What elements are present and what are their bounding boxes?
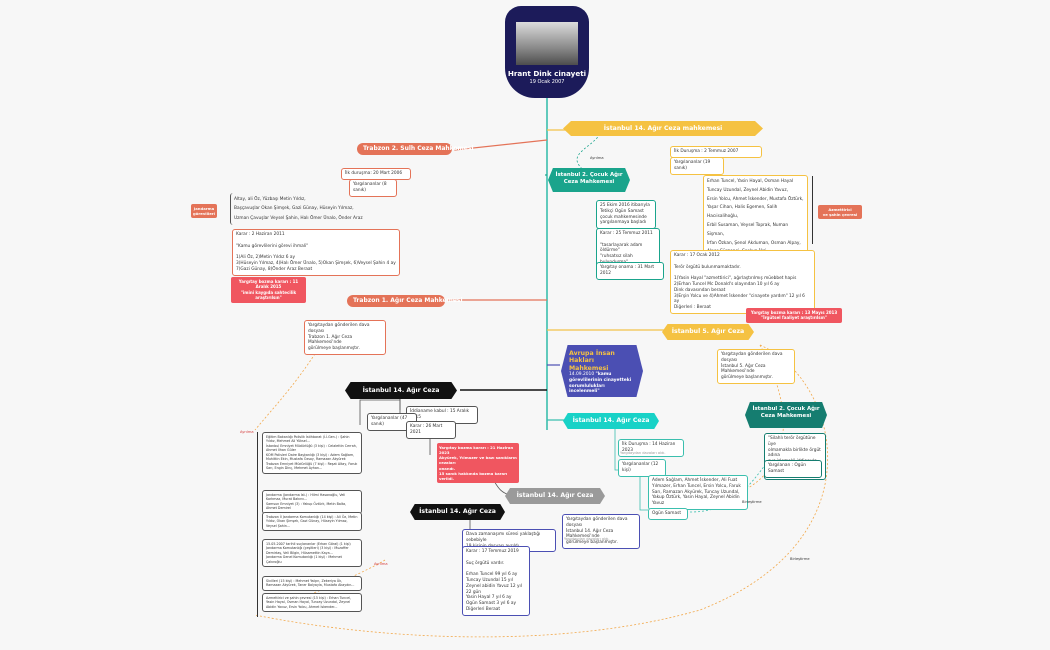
root-node[interactable]: Hrant Dink cinayeti 19 Ocak 2007 bbox=[505, 6, 589, 98]
aihm-quote: "kamu görevlilerinin cinayetteki sorumlu… bbox=[569, 372, 632, 395]
ist14-b-ogun: Ogün Samast bbox=[648, 508, 688, 520]
dashed-link-ayrilma bbox=[576, 133, 601, 176]
cocuk2-start: 25 Ekim 2016 itibarıyla Tetikçi Ogün Sam… bbox=[596, 200, 656, 230]
aihm-node[interactable]: Avrupa İnsan Hakları Mahkemesi 14.09.201… bbox=[561, 345, 643, 397]
label-ayrilma-1: Ayrılma bbox=[240, 430, 254, 434]
cocuk2-b-title[interactable]: İstanbul 2. Çocuk Ağır Ceza Mahkemesi bbox=[745, 402, 827, 428]
ist14-b-defendants: Yargılananlar (12 kişi) bbox=[618, 459, 666, 477]
trabzon1-title[interactable]: Trabzon 1. Ağır Ceza Mahkemesi bbox=[347, 295, 463, 308]
trabzon-sulh-verdict: Karar : 2 Haziran 2011 "Kamu görevlileri… bbox=[232, 229, 400, 276]
trabzon1-note: Yargıtaydan gönderilen dava dosyası Trab… bbox=[304, 320, 386, 355]
ist14-left-supreme: Yargıtay bozma kararı : 21 Haziran 2023 … bbox=[437, 443, 519, 483]
azmettirici-tag: Azmettirici ve şahin çevresi bbox=[818, 205, 862, 220]
ist14-top-verdict: Karar : 17 Ocak 2012 Terör örgütü bulunm… bbox=[670, 250, 815, 314]
root-photo bbox=[516, 22, 578, 65]
ist14-black2-title[interactable]: İstanbul 14. Ağır Ceza mahkemesi bbox=[410, 504, 505, 520]
ist14-top-defendants: Yargılananlar (19 sanık) bbox=[670, 157, 724, 175]
ist14-b-title[interactable]: İstanbul 14. Ağır Ceza mahkemesi bbox=[563, 413, 659, 429]
aihm-title: Avrupa İnsan Hakları Mahkemesi bbox=[569, 350, 615, 372]
ist14-b-accused: Adem Sağlam, Ahmet İskender, Ali Fuat Yı… bbox=[648, 475, 748, 510]
link-trabzon-sulh bbox=[454, 139, 548, 151]
ist14-b-note: Yargıtaydan davaları aldı. bbox=[620, 451, 666, 455]
ist14-top-supreme: Yargıtay bozma kararı : 13 Mayıs 2013 "İ… bbox=[746, 308, 842, 323]
aihm-date: 14.09.2010 bbox=[569, 372, 595, 378]
ist14-left-title[interactable]: İstanbul 14. Ağır Ceza mahkemesi bbox=[345, 382, 457, 399]
aihm-text: 14.09.2010 "kamu görevlilerinin cinayett… bbox=[569, 372, 635, 395]
label-birlestirme-2: Birleştirme bbox=[790, 557, 810, 561]
ist14-top-title[interactable]: İstanbul 14. Ağır Ceza mahkemesi bbox=[563, 121, 763, 136]
ist14-gray-title[interactable]: İstanbul 14. Ağır Ceza mahkemesi bbox=[505, 488, 605, 504]
left-group-3: Trabzon İl Jandarma Komutanlığı (14 kişi… bbox=[262, 512, 362, 532]
trabzon-sulh-supreme: Yargıtay bozma kararı : 11 Aralık 2015 "… bbox=[231, 277, 306, 303]
ist14-gray-sub: Yargıtaydan davaları aldı. bbox=[564, 537, 610, 541]
link-b-ogun bbox=[639, 470, 648, 511]
label-ayrilma-3: Ayrılma bbox=[590, 156, 604, 160]
left-group-1: Eğitim Bakanlığı Polislik İstihbarat (İ.… bbox=[262, 432, 362, 474]
ist5-title[interactable]: İstanbul 5. Ağır Ceza mahkemesi bbox=[662, 324, 754, 340]
root-date: 19 Ocak 2007 bbox=[529, 79, 565, 85]
dashed-link-trabzon bbox=[254, 329, 331, 431]
azmettirici-bracket bbox=[812, 176, 813, 244]
link-left-groups bbox=[359, 399, 400, 425]
ist14-left-verdict: Karar : 26 Mart 2021 bbox=[406, 421, 456, 439]
left-group-4: 15.05.2007 tarihli suçlananlar (Erkan Gö… bbox=[262, 539, 362, 568]
left-group-2: Jandarma (Jandarma Ist.) : Hilmi Hasanoğ… bbox=[262, 490, 362, 514]
ist14-top-accused: Erhan Tuncel, Yasin Hayal, Osman Hayal T… bbox=[703, 175, 808, 261]
cocuk2-b-defendant: Yargılanan : Ogün Samast bbox=[764, 460, 822, 478]
jandarma-tag: Jandarma görevlileri bbox=[191, 204, 217, 219]
cocuk2-approval: Yargıtay onama : 31 Mart 2012 bbox=[596, 262, 664, 280]
trabzon-sulh-defendants: Yargılananlar (8 sanık) bbox=[349, 179, 397, 197]
left-group-6: Azmettirici ve şahin çevresi (15 kişi) :… bbox=[262, 593, 362, 613]
label-birlestirme-1: Birleştirme bbox=[742, 500, 762, 504]
cocuk2-title[interactable]: İstanbul 2. Çocuk Ağır Ceza Mahkemesi bbox=[548, 168, 630, 192]
trabzon-sulh-title[interactable]: Trabzon 2. Sulh Ceza Mahkemesi bbox=[357, 143, 474, 156]
left-group-5: Sivilleri (15 kişi) : Mehmet Yalçın, Zek… bbox=[262, 576, 362, 591]
ist5-note: Yargıtaydan gönderilen dava dosyası İsta… bbox=[717, 349, 795, 384]
trabzon-sulh-accused: Altay, ali Öz, Yüzbaşı Metin Yıldız, Baş… bbox=[230, 193, 370, 226]
ist14-b-hearing: İlk Duruşma : 14 Haziran 2023 bbox=[618, 439, 684, 457]
ist14-gray-note: Yargıtaydan gönderilen dava dosyası İsta… bbox=[562, 514, 640, 549]
left-groups-bracket bbox=[257, 432, 258, 617]
root-title: Hrant Dink cinayeti bbox=[507, 69, 587, 78]
ist14-black2-verdict: Karar : 17 Temmuz 2019 Suç örgütü vardır… bbox=[462, 546, 530, 616]
label-ayrilma-2: Ayrılma bbox=[374, 562, 388, 566]
